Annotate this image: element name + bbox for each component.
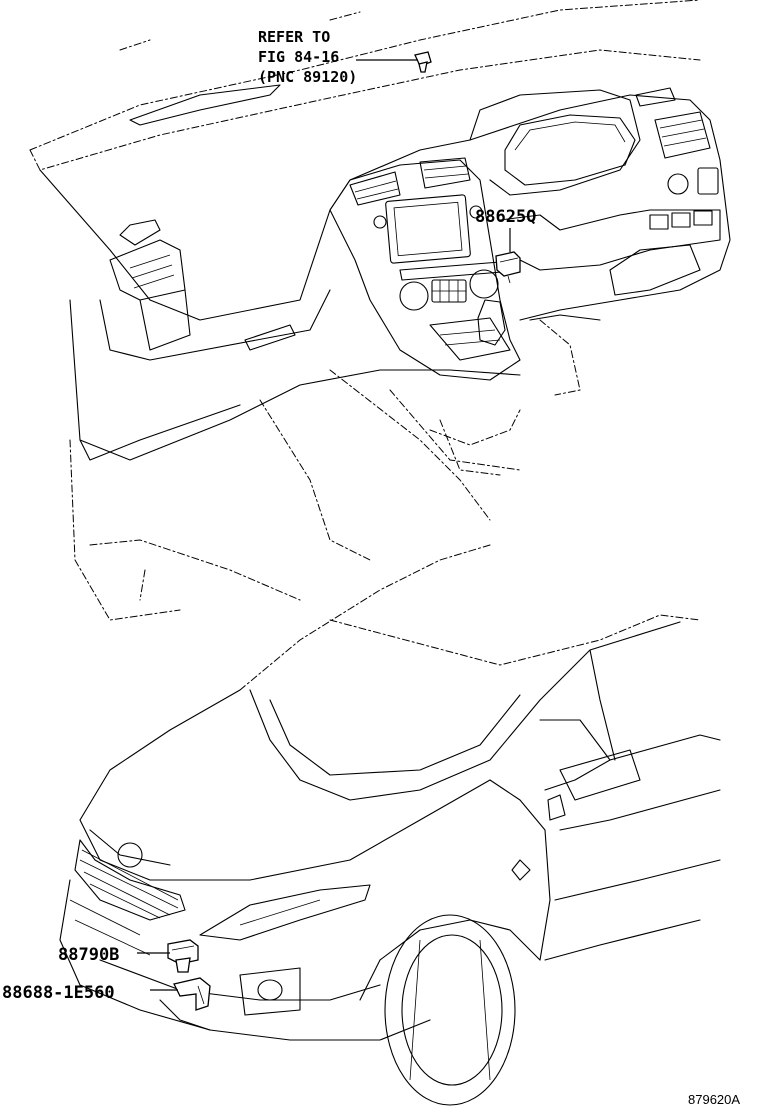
- catalog-number: 879620A: [688, 1092, 740, 1107]
- refer-label-line3: (PNC 89120): [258, 68, 357, 86]
- part-88790b-label[interactable]: 88790B: [58, 945, 119, 965]
- refer-label-line1: REFER TO: [258, 28, 330, 46]
- dashboard-illustration: [29, 0, 731, 621]
- vehicle-illustration: [59, 544, 721, 1106]
- refer-label-line2: FIG 84-16: [258, 48, 339, 66]
- part-88688-label[interactable]: 88688-1E560: [2, 983, 115, 1003]
- part-88688-graphic: [173, 977, 211, 1011]
- part-88790b-graphic: [167, 939, 199, 973]
- part-88625q-label[interactable]: 88625Q: [475, 207, 536, 227]
